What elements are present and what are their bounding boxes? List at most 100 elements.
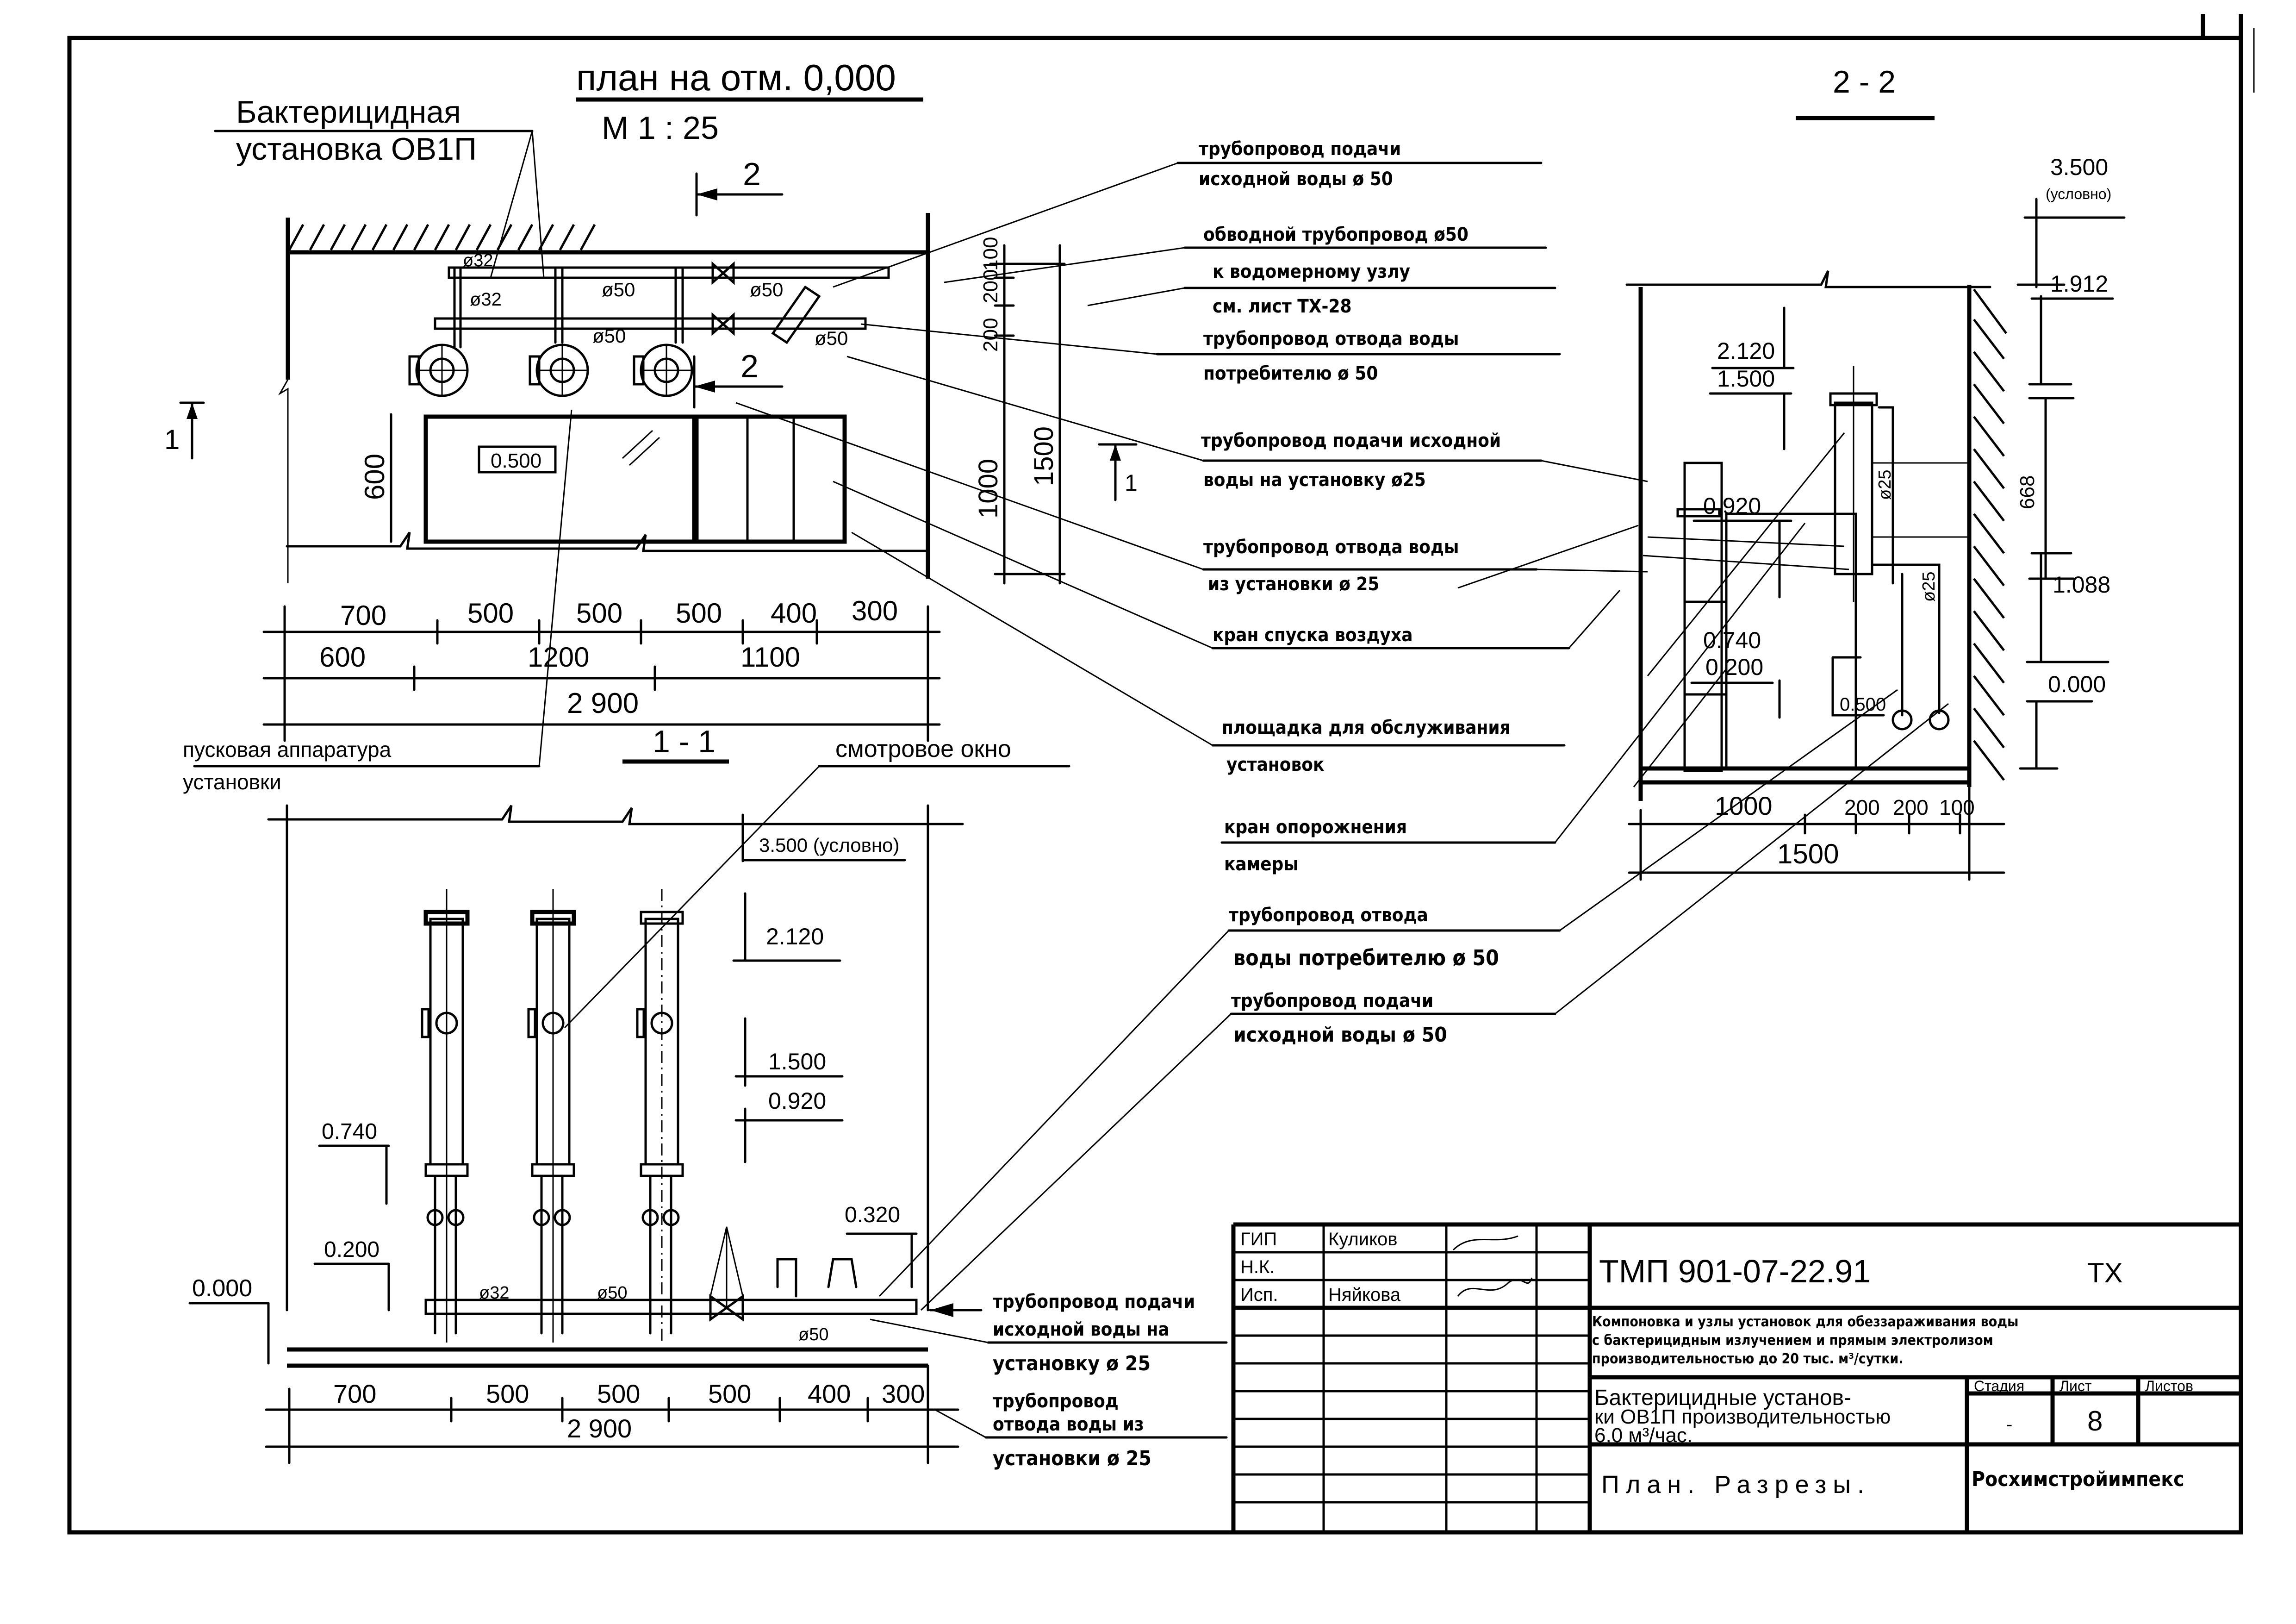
callout-line1: площадка для обслуживания: [1222, 717, 1511, 738]
s2-level-0920: 0.920: [1703, 493, 1761, 519]
installation-label-line2: установка ОВ1П: [236, 131, 477, 167]
callout-line1: трубопровод подачи: [993, 1291, 1195, 1312]
callout-line1: трубопровод подачи: [1199, 138, 1401, 160]
s1-dim-700: 700: [333, 1379, 376, 1408]
callout-item: трубопровод отвода воды потребителю ø 50: [860, 323, 1561, 384]
s1-dim-400: 400: [808, 1379, 851, 1408]
tb-project-desc-1: Компоновка и узлы установок для обеззара…: [1592, 1314, 2018, 1330]
title-block: ГИП Н.К. Исп. Куликов Няйкова ТМП 901-07…: [1231, 1222, 2241, 1534]
tb-role-nk: Н.К.: [1240, 1257, 1275, 1277]
plan-pipe-d50-c: ø50: [592, 325, 626, 347]
tb-name-kulikov: Куликов: [1328, 1229, 1398, 1249]
callout-item: обводной трубопровод ø50: [944, 224, 1547, 283]
s2-level-3500-note: (условно): [2046, 186, 2111, 202]
s1-dim-500-a: 500: [486, 1379, 529, 1408]
section-2-2-title: 2 - 2: [1833, 64, 1896, 100]
tb-sheet-label: Лист: [2060, 1378, 2092, 1394]
plan-pipe-d32-b: ø32: [470, 289, 502, 310]
tb-role-isp: Исп.: [1240, 1285, 1278, 1305]
signature: [1452, 1235, 1533, 1297]
installation-units-plan: [408, 344, 693, 397]
section1-pipe-d50-b: ø50: [798, 1325, 828, 1344]
s2-level-0740: 0.740: [1703, 627, 1761, 653]
callout-line2: исходной воды ø 50: [1233, 1023, 1447, 1047]
wall-hatching: [288, 224, 596, 251]
callout-line1: трубопровод подачи исходной: [1201, 430, 1501, 451]
level-0320: 0.320: [845, 1203, 900, 1227]
tb-stage-value: -: [2006, 1414, 2012, 1435]
plan-dim-v-200b: 200: [979, 318, 1002, 352]
section-mark-1-left: 1: [164, 424, 180, 455]
s1-dim-500-b: 500: [597, 1379, 640, 1408]
callout-line2: установок: [1226, 754, 1324, 775]
callout-line1: трубопровод отвода: [1229, 905, 1428, 926]
tb-doc-mark: ТХ: [2087, 1257, 2123, 1288]
s2-level-1088: 1.088: [2053, 572, 2110, 598]
plan-dim-total: 2 900: [567, 687, 639, 719]
tb-sheet-title-3: 6,0 м³/час.: [1594, 1424, 1692, 1447]
level-0000: 0.000: [192, 1275, 252, 1302]
window-label: смотровое окно: [835, 736, 1011, 762]
starter-label-line2: установки: [183, 770, 281, 794]
section-1-1-title: 1 - 1: [653, 724, 716, 759]
sheet-frame: [67, 14, 2255, 1535]
plan-view: план на отм. 0,000 М 1 : 25 Бактерицидна…: [164, 57, 1138, 742]
callout-item: трубопровод подачи исходной воды на уста…: [870, 1291, 1228, 1375]
callout-line2: исходной воды на: [993, 1319, 1170, 1340]
plan-dim-500-b: 500: [576, 598, 622, 629]
level-2120: 2.120: [766, 924, 824, 949]
s1-dim-500-c: 500: [708, 1379, 751, 1408]
section1-dimension-chain: 700 500 500 500 400 300 2 900: [265, 1364, 959, 1464]
plan-pipes: [434, 261, 890, 349]
callout-item: трубопровод подачи исходной воды на уста…: [846, 356, 1648, 491]
tb-name-isp: Няйкова: [1328, 1285, 1401, 1305]
s2-dim-total: 1500: [1777, 838, 1839, 869]
plan-dim-1100: 1100: [740, 642, 800, 673]
plan-dim-500-a: 500: [467, 598, 514, 629]
callout-line1: трубопровод: [993, 1391, 1119, 1412]
callout-line2: воды на установку ø25: [1203, 469, 1426, 491]
callout-line1: к водомерному узлу: [1213, 261, 1410, 282]
s1-dim-300: 300: [882, 1379, 925, 1408]
tb-organization: Росхимстройимпекс: [1972, 1468, 2184, 1491]
installation-label-line1: Бактерицидная: [236, 94, 461, 130]
section-mark-2-top: 2: [743, 156, 761, 192]
callout-line2: см. лист ТХ-28: [1213, 296, 1352, 317]
callout-item: площадка для обслуживания установок: [851, 531, 1566, 775]
level-3500: 3.500 (условно): [759, 834, 899, 856]
plan-dim-600-b: 600: [319, 642, 366, 673]
s2-dim-100: 100: [1939, 795, 1975, 819]
section-mark-2-bottom: 2: [740, 348, 759, 384]
s2-level-0500: 0.500: [1840, 694, 1886, 715]
callout-line2: потребителю ø 50: [1203, 363, 1378, 384]
callout-line3: установку ø 25: [993, 1352, 1151, 1375]
callout-line3: установки ø 25: [993, 1447, 1151, 1470]
tb-role-gip: ГИП: [1240, 1229, 1277, 1249]
s2-level-1500: 1.500: [1717, 366, 1775, 392]
callout-line1: трубопровод подачи: [1231, 990, 1433, 1012]
plan-pipe-d50-b: ø50: [750, 279, 783, 300]
plan-pipe-d50-d: ø50: [815, 327, 848, 349]
section1-pipe-d50-a: ø50: [597, 1283, 627, 1303]
tb-stage-label: Стадия: [1974, 1378, 2024, 1394]
callout-line1: кран опорожнения: [1224, 817, 1407, 838]
s2-dim-1000: 1000: [1715, 791, 1773, 820]
callout-line2: воды потребителю ø 50: [1233, 945, 1499, 970]
callout-line2: из установки ø 25: [1208, 574, 1379, 595]
section2-levels: 3.500 (условно) 1.912 668 1.088 0.000 2.…: [1690, 154, 2126, 770]
callout-item: трубопровод подачи исходной воды ø 50: [833, 138, 1543, 288]
s2-dim-200-a: 200: [1844, 795, 1880, 819]
plan-pipe-d32-a: ø32: [463, 251, 493, 270]
tb-doc-code: ТМП 901-07-22.91: [1599, 1253, 1871, 1289]
section1-levels: 3.500 (условно) 2.120 1.500 0.920 0.740 …: [188, 813, 918, 1365]
s2-pipe-d25-a: ø25: [1875, 470, 1895, 500]
plan-title: план на отм. 0,000: [576, 57, 896, 98]
s2-dim-668: 668: [2016, 475, 2039, 509]
section-2-2: 2 - 2 ø25 ø25 3.500 (усл: [1457, 64, 2126, 881]
section2-dimension-chain: 1000 200 200 100 1500: [1628, 786, 2005, 881]
callout-item: кран спуска воздуха: [833, 481, 1621, 650]
callout-item: кран опорожнения камеры: [1220, 523, 1806, 875]
s1-dim-total: 2 900: [567, 1414, 632, 1443]
wall-hatching-right: [1972, 288, 2008, 781]
tb-project-desc-2: с бактерицидным излучением и прямым элек…: [1592, 1332, 1993, 1349]
